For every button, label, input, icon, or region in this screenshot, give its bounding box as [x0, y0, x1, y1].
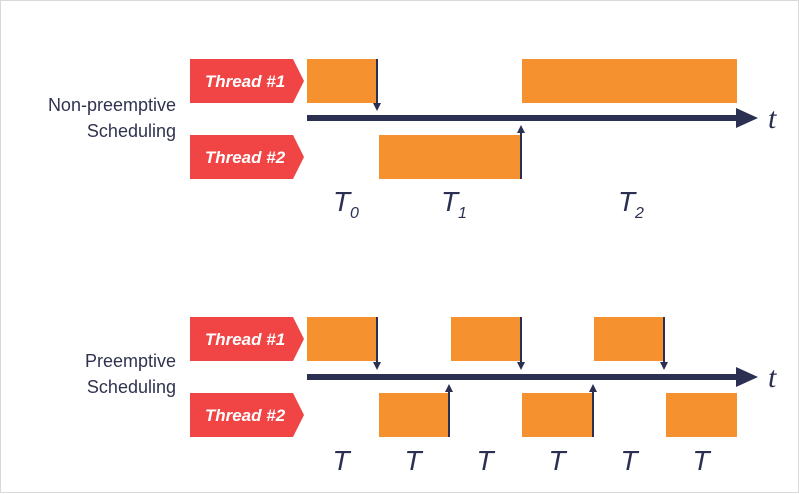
thread-1-tag-label: Thread #1: [205, 72, 285, 91]
time-label-subscript: 0: [350, 205, 359, 222]
preemptive-section: Preemptive Scheduling Thread #1 Thread #…: [85, 317, 777, 476]
thread-2-time-slice: [522, 393, 592, 437]
thread-2-tag: Thread #2: [190, 393, 304, 437]
thread-1-time-slice: [307, 317, 377, 361]
time-slice-label: T: [476, 445, 495, 476]
non-preemptive-section: Non-preemptive Scheduling Thread #1 Thre…: [48, 59, 777, 222]
time-axis-label: t: [768, 361, 777, 394]
thread-2-time-slice: [666, 393, 737, 437]
time-label-main: T: [441, 186, 460, 217]
time-label-t1: T 1: [441, 186, 467, 222]
thread-2-tag-label: Thread #2: [205, 406, 286, 425]
time-slice-label: T: [620, 445, 639, 476]
time-slice-label: T: [692, 445, 711, 476]
preemptive-label-line1: Preemptive: [85, 351, 176, 371]
non-preemptive-label-line1: Non-preemptive: [48, 95, 176, 115]
time-label-main: T: [333, 186, 352, 217]
time-label-t2: T 2: [618, 186, 644, 222]
thread-2-run-block: [379, 135, 521, 179]
time-slice-label: T: [404, 445, 423, 476]
preemptive-label-line2: Scheduling: [87, 377, 176, 397]
thread-1-run-block: [307, 59, 377, 103]
thread-1-tag-shape: [190, 59, 304, 103]
thread-1-tag-label: Thread #1: [205, 330, 285, 349]
thread-1-tag: Thread #1: [190, 317, 304, 361]
time-axis-arrowhead: [736, 367, 758, 387]
thread-1-tag-shape: [190, 317, 304, 361]
time-slice-label: T: [548, 445, 567, 476]
thread-2-tag-shape: [190, 135, 304, 179]
thread-1-run-block: [522, 59, 737, 103]
thread-1-tag: Thread #1: [190, 59, 304, 103]
thread-2-tag-label: Thread #2: [205, 148, 286, 167]
non-preemptive-label-line2: Scheduling: [87, 121, 176, 141]
time-slice-label: T: [332, 445, 351, 476]
thread-2-time-slice: [379, 393, 449, 437]
time-label-t0: T 0: [333, 186, 359, 222]
time-label-subscript: 2: [634, 205, 644, 222]
thread-2-tag: Thread #2: [190, 135, 304, 179]
time-axis-arrowhead: [736, 108, 758, 128]
thread-1-time-slice: [451, 317, 521, 361]
thread-1-time-slice: [594, 317, 664, 361]
thread-2-tag-shape: [190, 393, 304, 437]
time-label-subscript: 1: [458, 205, 467, 222]
time-axis-label: t: [768, 102, 777, 135]
time-label-main: T: [618, 186, 637, 217]
